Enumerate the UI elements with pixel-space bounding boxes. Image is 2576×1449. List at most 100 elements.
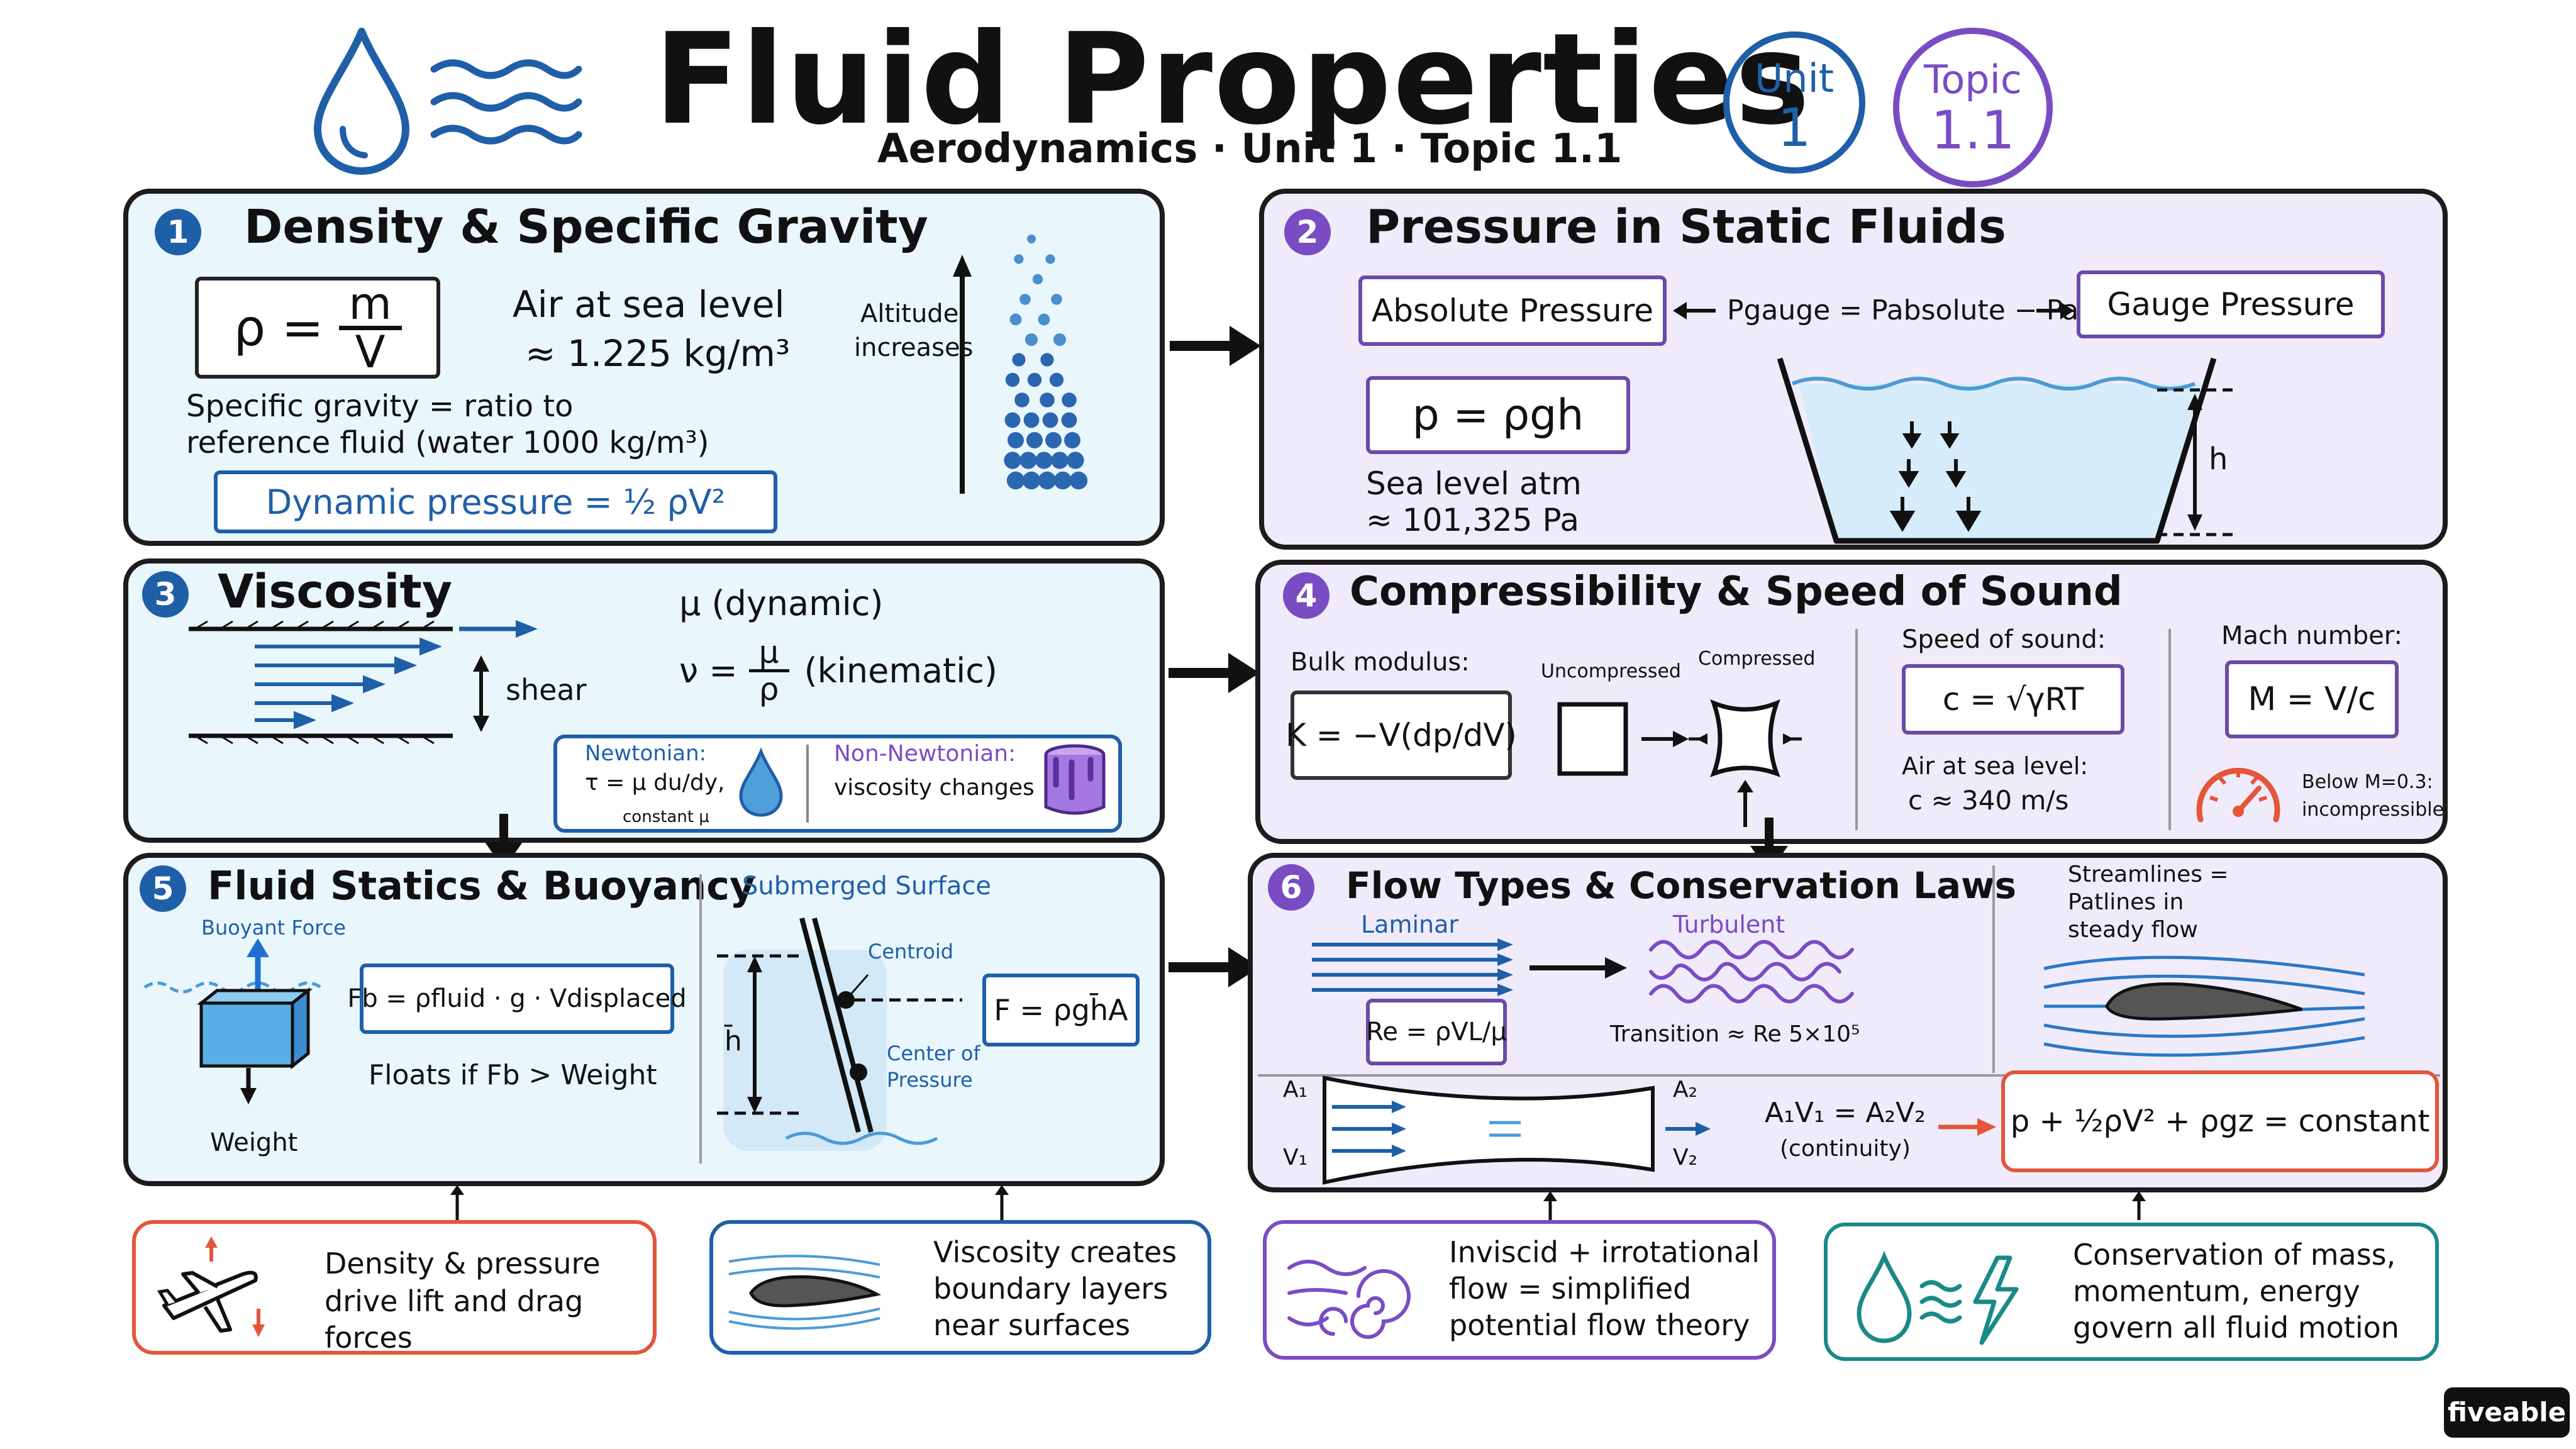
absolute-pressure-box: Absolute Pressure bbox=[1358, 275, 1667, 346]
air-molecule-dot bbox=[1045, 432, 1062, 448]
air-molecule-dot bbox=[1006, 471, 1025, 490]
compressed-label: Compressed bbox=[1698, 648, 1816, 670]
panel-number-5: 5 bbox=[140, 865, 186, 912]
card-conservation-line1: Conservation of mass, bbox=[2073, 1238, 2396, 1272]
buoyancy-formula-box: Fb = ρfluid · g · Vdisplaced bbox=[347, 963, 687, 1034]
buoyancy-formula: Fb = ρfluid · g · Vdisplaced bbox=[347, 984, 687, 1013]
air-molecule-dot bbox=[1053, 333, 1066, 346]
tank-height-label: h bbox=[2209, 441, 2228, 477]
air-molecule-dot bbox=[1061, 412, 1077, 428]
air-molecule-dot bbox=[1008, 432, 1024, 448]
center-of-pressure-line1: Center of bbox=[887, 1041, 980, 1065]
topic-badge-label: Topic bbox=[1924, 57, 2022, 103]
wave-lines-icon bbox=[430, 59, 582, 145]
a2-label: A₂ bbox=[1673, 1077, 1698, 1102]
takeaway-card-conservation: Conservation of mass, momentum, energy g… bbox=[1824, 1223, 2439, 1361]
speedometer-icon bbox=[2196, 767, 2280, 823]
drop-wave-bolt-icon bbox=[1857, 1250, 2019, 1345]
panel-number-2: 2 bbox=[1284, 209, 1331, 255]
sea-level-atm-line1: Sea level atm bbox=[1366, 465, 1582, 502]
hydrostatic-formula-box: p = ρgh bbox=[1366, 376, 1630, 454]
arrow-left-icon bbox=[1673, 302, 1716, 319]
gauge-pressure-box: Gauge Pressure bbox=[2077, 270, 2385, 338]
sea-level-atm-line2: ≈ 101,325 Pa bbox=[1366, 502, 1579, 538]
weight-label: Weight bbox=[210, 1128, 298, 1157]
arrow-up-icon-3 bbox=[1543, 1191, 1557, 1220]
density-formula-den: V bbox=[355, 326, 386, 378]
air-molecule-dot bbox=[1051, 452, 1069, 469]
air-density-line2: ≈ 1.225 kg/m³ bbox=[525, 332, 791, 375]
bernoulli-box: p + ½ρV² + ρgz = constant bbox=[2001, 1070, 2439, 1172]
non-newtonian-title: Non-Newtonian: bbox=[834, 741, 1016, 767]
speed-sea-level-line1: Air at sea level: bbox=[1902, 752, 2089, 780]
kinematic-num: μ bbox=[758, 634, 779, 670]
card-lift-line1: Density & pressure bbox=[325, 1246, 601, 1280]
a1-label: A₁ bbox=[1283, 1077, 1308, 1102]
reynolds-formula: Re = ρVL/μ bbox=[1366, 1018, 1507, 1046]
air-molecule-dot bbox=[1025, 333, 1038, 346]
centroid-label: Centroid bbox=[868, 940, 954, 963]
center-of-pressure-line2: Pressure bbox=[887, 1068, 973, 1092]
absolute-pressure-text: Absolute Pressure bbox=[1372, 292, 1653, 329]
altitude-label-line2: increases bbox=[854, 333, 974, 362]
mach-note-line2: incompressible bbox=[2302, 799, 2445, 821]
density-formula-lhs: ρ = bbox=[233, 298, 324, 357]
air-molecule-dot bbox=[1064, 432, 1080, 448]
compress-divider-1 bbox=[1855, 629, 1858, 830]
air-molecule-dot bbox=[1040, 353, 1054, 367]
card-lift-line2: drive lift and drag forces bbox=[325, 1284, 584, 1355]
air-molecule-dot bbox=[1012, 353, 1026, 367]
air-molecule-dot bbox=[1051, 294, 1062, 305]
laminar-label: Laminar bbox=[1361, 911, 1459, 938]
unit-badge-label: Unit bbox=[1754, 55, 1835, 101]
kinematic-viscosity: ν = μ ρ (kinematic) bbox=[679, 635, 997, 706]
air-molecule-dot bbox=[1019, 452, 1037, 469]
takeaway-card-potential: Inviscid + irrotational flow = simplifie… bbox=[1263, 1220, 1776, 1360]
arrow-right-icon-3 bbox=[1169, 947, 1260, 987]
card-conservation-line3: govern all fluid motion bbox=[2073, 1311, 2399, 1345]
air-molecule-dot bbox=[1027, 372, 1042, 387]
density-formula-box: ρ = m V bbox=[195, 277, 440, 379]
air-molecule-dot bbox=[1040, 392, 1055, 408]
card-potential-line1: Inviscid + irrotational bbox=[1449, 1235, 1760, 1269]
turbulent-flow-icon bbox=[1649, 940, 1854, 1004]
air-molecule-dot bbox=[1067, 452, 1084, 469]
panel-title-statics: Fluid Statics & Buoyancy bbox=[208, 863, 755, 909]
floats-condition: Floats if Fb > Weight bbox=[369, 1059, 657, 1091]
air-molecule-dot bbox=[1062, 392, 1077, 408]
newtonian-divider bbox=[806, 745, 809, 823]
arrow-transition-icon bbox=[1530, 957, 1627, 979]
gauge-pressure-text: Gauge Pressure bbox=[2107, 286, 2355, 323]
mach-label: Mach number: bbox=[2221, 621, 2402, 650]
airfoil-icon bbox=[728, 1255, 882, 1330]
arrow-to-bernoulli-icon bbox=[1938, 1118, 1996, 1136]
continuity-label: (continuity) bbox=[1780, 1136, 1911, 1162]
brand-logo[interactable]: fiveable bbox=[2444, 1387, 2570, 1438]
altitude-label-line1: Altitude bbox=[860, 299, 959, 328]
altitude-arrow-icon bbox=[953, 255, 972, 494]
shear-label: shear bbox=[506, 673, 587, 707]
mach-formula: M = V/c bbox=[2248, 680, 2376, 718]
card-boundary-line3: near surfaces bbox=[933, 1308, 1131, 1342]
panel-title-flow: Flow Types & Conservation Laws bbox=[1346, 864, 2017, 907]
airfoil-streamlines-icon bbox=[2043, 955, 2365, 1057]
arrow-up-icon-4 bbox=[2132, 1191, 2146, 1220]
air-molecule-dot bbox=[1038, 313, 1050, 326]
reynolds-box: Re = ρVL/μ bbox=[1366, 999, 1507, 1065]
air-molecule-dot bbox=[1045, 254, 1055, 264]
non-newtonian-text: viscosity changes bbox=[834, 775, 1035, 801]
arrow-right-icon bbox=[1170, 326, 1261, 366]
newtonian-title: Newtonian: bbox=[585, 741, 707, 766]
turbulent-label: Turbulent bbox=[1673, 911, 1785, 938]
speed-of-sound-formula: c = √γRT bbox=[1942, 681, 2084, 718]
submerged-surface-label: Submerged Surface bbox=[742, 872, 991, 901]
paint-can-icon bbox=[1044, 744, 1106, 815]
card-conservation-line2: momentum, energy bbox=[2073, 1274, 2360, 1308]
mach-note-line1: Below M=0.3: bbox=[2302, 771, 2433, 793]
panel-title-viscosity: Viscosity bbox=[218, 565, 453, 619]
card-potential-line2: flow = simplified bbox=[1449, 1272, 1692, 1306]
specific-gravity-line1: Specific gravity = ratio to bbox=[186, 389, 574, 424]
panel-title-density: Density & Specific Gravity bbox=[244, 200, 928, 254]
unit-badge: Unit 1 bbox=[1723, 31, 1865, 174]
force-formula-box: F = ρgh̄A bbox=[982, 974, 1140, 1046]
